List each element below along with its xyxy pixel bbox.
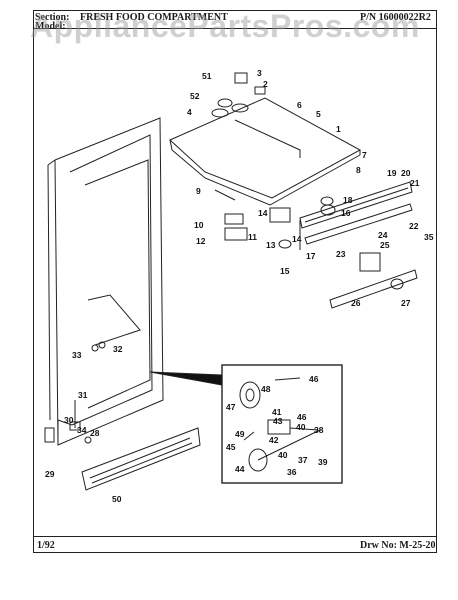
callout-17: 17	[306, 251, 316, 261]
callout-9: 9	[196, 186, 201, 196]
callout-2: 2	[263, 79, 268, 89]
callout-44: 42	[269, 435, 279, 445]
callout-25: 25	[380, 240, 390, 250]
callout-52: 52	[190, 91, 200, 101]
side-rail	[299, 181, 413, 245]
callout-31: 31	[78, 390, 88, 400]
callout-48: 48	[261, 384, 271, 394]
header-rule	[33, 28, 437, 29]
callout-11: 11	[248, 232, 257, 242]
callout-8: 8	[356, 165, 361, 175]
callout-50: 50	[112, 494, 122, 504]
callout-33: 33	[72, 350, 82, 360]
section-title: FRESH FOOD COMPARTMENT	[80, 12, 228, 23]
small-parts	[44, 341, 106, 444]
footer-rule	[33, 536, 437, 537]
callout-35: 35	[424, 232, 434, 242]
callout-15: 15	[280, 266, 290, 276]
diagram-frame	[33, 10, 437, 553]
callout-40b: 40	[278, 450, 288, 460]
callout-38: 39	[318, 457, 328, 467]
callout-6: 6	[297, 100, 302, 110]
grille	[81, 427, 201, 491]
callout-26: 26	[351, 298, 361, 308]
callout-40: 40	[296, 422, 306, 432]
callout-23: 23	[336, 249, 346, 259]
control-parts	[214, 189, 336, 250]
section-label: Section:	[35, 12, 70, 23]
callout-18: 18	[343, 195, 353, 205]
detail-inset	[149, 364, 343, 484]
callout-20: 20	[401, 168, 411, 178]
callout-41: 44	[235, 464, 245, 474]
callout-49: 49	[235, 429, 245, 439]
callout-1: 1	[336, 124, 341, 134]
callout-32: 32	[113, 344, 123, 354]
callout-14b: 14	[292, 234, 302, 244]
callout-3: 3	[257, 68, 262, 78]
callout-29: 29	[45, 469, 55, 479]
callout-39: 38	[314, 425, 324, 435]
callout-37: 37	[298, 455, 308, 465]
callout-16: 16	[341, 208, 351, 218]
callout-7: 7	[362, 150, 367, 160]
callout-45: 43	[273, 416, 283, 426]
callout-4: 4	[187, 107, 192, 117]
callout-24: 24	[378, 230, 388, 240]
callout-14: 14	[258, 208, 268, 218]
part-number: P/N 16000022R2	[360, 12, 431, 23]
callout-21: 21	[410, 178, 420, 188]
top-cover	[169, 72, 362, 206]
callout-19: 19	[387, 168, 397, 178]
drawing-number: Drw No: M-25-20	[360, 540, 436, 551]
callout-43: 41	[272, 407, 282, 417]
callout-27: 27	[401, 298, 411, 308]
callout-42: 45	[226, 442, 236, 452]
callout-46b: 46	[297, 412, 307, 422]
lower-bracket	[329, 252, 418, 309]
cabinet-liner	[47, 117, 164, 446]
callout-12: 12	[196, 236, 206, 246]
callout-34: 34	[77, 425, 87, 435]
callout-labels: 3 2 51 52 4 6 5 1 7 8 9 14 14 10 11 12 1…	[45, 68, 434, 504]
callout-51: 51	[202, 71, 212, 81]
model-label: Model:	[35, 21, 66, 32]
callout-5: 5	[316, 109, 321, 119]
callout-13: 13	[266, 240, 276, 250]
callout-28: 28	[90, 428, 100, 438]
callout-30: 30	[64, 415, 74, 425]
callout-10: 10	[194, 220, 204, 230]
callout-36: 36	[287, 467, 297, 477]
callout-22: 22	[409, 221, 419, 231]
footer-date: 1/92	[37, 540, 55, 551]
callout-46: 46	[309, 374, 319, 384]
callout-47: 47	[226, 402, 236, 412]
